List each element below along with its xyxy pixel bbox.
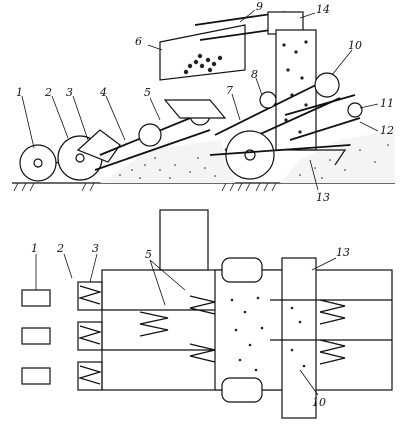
label-11-side: 11: [380, 97, 394, 110]
soil-ridge: [100, 140, 235, 183]
cleaning-roller: [347, 102, 363, 118]
label-13-plan: 13: [336, 246, 350, 259]
hopper-plan: [159, 209, 209, 271]
label-14-side: 14: [316, 3, 330, 16]
label-9-side: 9: [256, 0, 263, 13]
cleaning-belt-1: [284, 94, 356, 116]
label-4-side: 4: [99, 86, 107, 99]
label-5-plan: 5: [145, 248, 152, 261]
side-leaders: [21, 9, 379, 191]
label-10-side: 10: [348, 39, 362, 52]
ground-hatching: [13, 182, 277, 192]
digging-unit: [76, 129, 121, 163]
hopper-tubers: [183, 53, 223, 75]
wheel-plan-bottom: [221, 377, 263, 403]
front-roller: [19, 144, 57, 182]
label-2-side: 2: [44, 86, 52, 99]
plan-tubers: [230, 296, 306, 372]
hopper: [159, 24, 246, 81]
separator-roller: [259, 91, 277, 109]
soil-dots: [119, 144, 389, 179]
label-13-side: 13: [316, 191, 330, 204]
roller-plan-2: [21, 327, 51, 345]
label-10-plan: 10: [312, 396, 326, 409]
elevator-zigzags-plan: [139, 295, 346, 365]
top-pulley: [314, 72, 340, 98]
wheel-plan-top: [221, 257, 263, 283]
rear-wheel-hub: [244, 149, 256, 161]
discharge-chute: [296, 149, 347, 166]
vertical-elevator-tubers: [282, 40, 308, 134]
cleaning-belt-2: [289, 117, 361, 141]
label-3-side: 3: [66, 86, 73, 99]
front-rollers-plan: [21, 289, 51, 385]
chassis-beam: [209, 144, 351, 156]
plan-leaders: [35, 253, 337, 396]
disc-knife-hub: [75, 153, 85, 163]
cleaning-unit-plan: [281, 257, 317, 419]
side-view: 1 2 3 4 5 6 7 8 9 14 10 11 12 13: [12, 0, 395, 204]
plan-view: 1 2 3 5 13 10: [21, 209, 393, 419]
label-7-side: 7: [226, 84, 233, 97]
label-12-side: 12: [380, 124, 394, 137]
digger-coils-plan: [77, 281, 103, 391]
label-3-plan: 3: [92, 242, 99, 255]
roller-plan-1: [21, 289, 51, 307]
front-roller-hub: [33, 158, 43, 168]
vertical-elevator: [275, 29, 317, 151]
roller-plan-3: [21, 367, 51, 385]
label-6-side: 6: [135, 35, 142, 48]
label-8-side: 8: [251, 68, 258, 81]
rear-wheel: [225, 130, 275, 180]
label-1-side: 1: [16, 86, 23, 99]
label-1-plan: 1: [31, 242, 38, 255]
elevator-lower-belt: [94, 129, 211, 171]
label-2-plan: 2: [56, 242, 64, 255]
label-5-side: 5: [144, 86, 151, 99]
soil-pile: [280, 130, 395, 183]
elevator-hood: [163, 99, 227, 119]
elevator-roller-1: [138, 123, 162, 147]
